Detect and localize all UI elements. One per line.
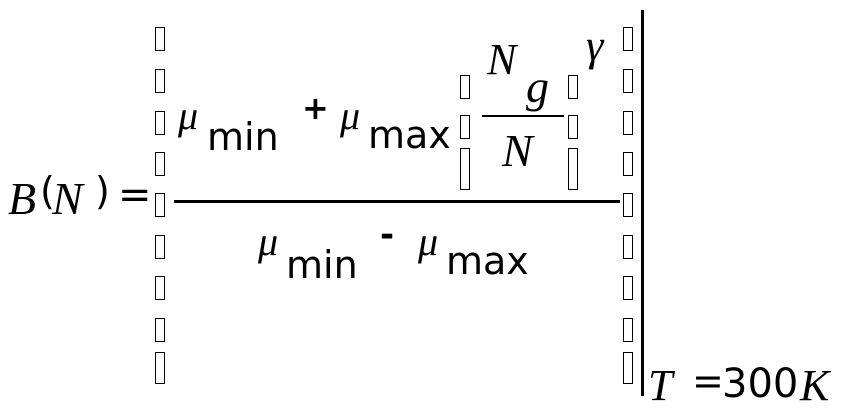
minus-sign: - [380,215,395,255]
inner-left-bracket-glyph [460,148,470,190]
numerator-mu-min: μ [178,93,199,138]
exponent-gamma: γ [586,21,604,70]
inner-left-bracket-glyph [460,115,470,139]
left-bracket-glyph [155,352,165,384]
evaluation-equals: = [692,359,724,403]
left-bracket-glyph [155,318,165,342]
right-bracket-glyph [623,235,633,259]
lhs-close-paren: ) [95,169,110,213]
right-bracket-glyph [623,318,633,342]
left-bracket-glyph [155,152,165,176]
denominator-sub-min: min [286,243,358,287]
inner-fraction-bar [482,115,564,117]
inner-numerator-N: N [487,35,517,84]
left-bracket-glyph [155,235,165,259]
right-bracket-glyph [623,111,633,135]
evaluation-unit: K [800,361,830,410]
inner-denominator-N: N [502,125,533,176]
inner-right-bracket-glyph [568,75,578,99]
evaluation-bar [641,10,644,396]
left-bracket-glyph [155,193,165,217]
inner-left-bracket-glyph [460,75,470,99]
right-bracket-glyph [623,69,633,93]
evaluation-variable: T [648,361,673,410]
numerator-sub-min: min [207,115,279,159]
inner-right-bracket-glyph [568,148,578,190]
lhs-argument: N [52,173,83,224]
inner-numerator-subscript-g: g [526,61,549,112]
left-bracket-glyph [155,69,165,93]
left-bracket-glyph [155,111,165,135]
main-fraction-bar [174,200,620,203]
denominator-sub-max: max [446,239,529,283]
evaluation-value: 300 [722,361,799,407]
right-bracket-glyph [623,152,633,176]
lhs-open-paren: ( [40,169,55,213]
denominator-mu-max: μ [418,219,439,264]
denominator-mu-min: μ [258,219,279,264]
lhs-symbol: B [8,173,37,224]
numerator-sub-max: max [368,113,451,157]
equals-sign: = [118,172,152,218]
left-bracket-glyph [155,27,165,51]
plus-sign: + [302,89,329,127]
right-bracket-glyph [623,193,633,217]
right-bracket-glyph [623,276,633,300]
right-bracket-glyph [623,27,633,51]
numerator-mu-max: μ [340,93,361,138]
left-bracket-glyph [155,276,165,300]
inner-right-bracket-glyph [568,115,578,139]
right-bracket-glyph [623,352,633,384]
